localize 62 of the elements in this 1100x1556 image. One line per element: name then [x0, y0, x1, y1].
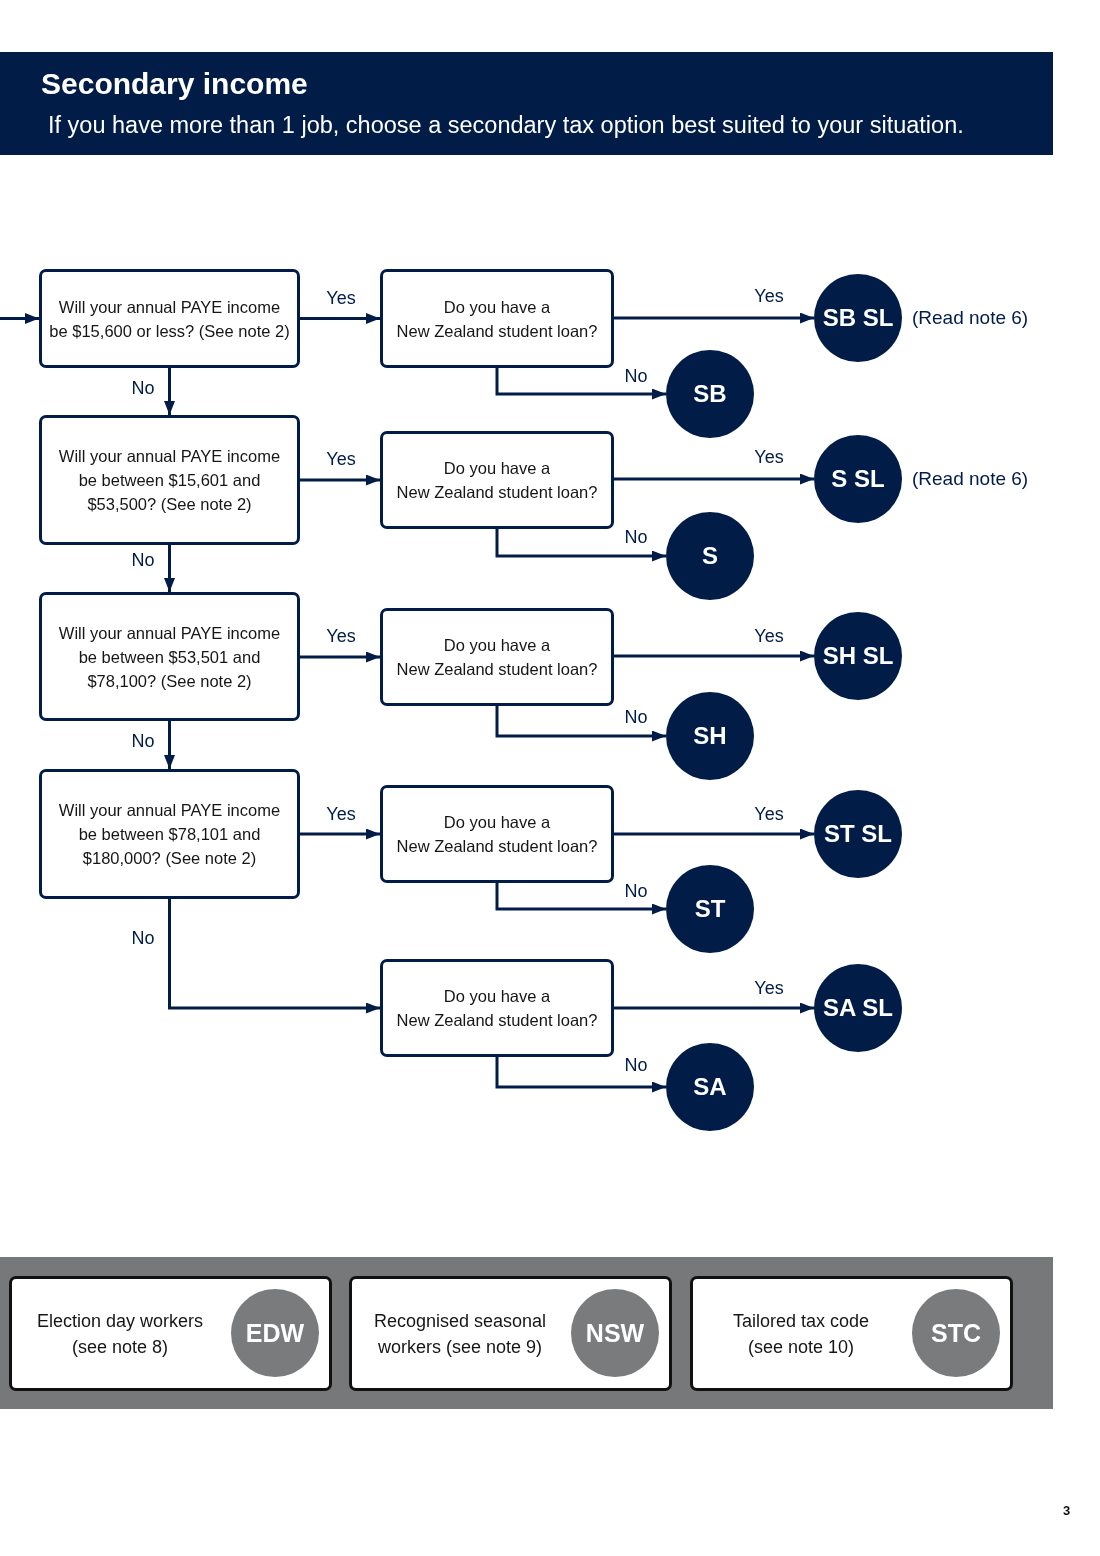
arrow: [614, 1002, 814, 1014]
arrow: [495, 706, 666, 742]
arrow: [0, 313, 39, 324]
question-text: Do you have a New Zealand student loan?: [396, 296, 598, 342]
option-card: [9, 1276, 332, 1391]
tax-code-label: SH SL: [822, 642, 894, 670]
question-text: Will your annual PAYE income be between $15,601 and $53,500? (See note 2): [58, 446, 281, 515]
arrow: [300, 313, 380, 324]
arrow: [300, 828, 380, 840]
arrow: [495, 368, 666, 400]
decision-box: [39, 269, 300, 368]
tax-code-label: SH: [693, 722, 727, 750]
question-text: Do you have a New Zealand student loan?: [396, 812, 598, 857]
arrow: [614, 650, 814, 662]
arrow: [168, 899, 380, 1014]
option-text: Tailored tax code (see note 10): [732, 1309, 870, 1359]
question-box: [380, 959, 614, 1057]
question-text: Do you have a New Zealand student loan?: [396, 986, 598, 1031]
arrow: [614, 473, 814, 485]
question-text: Will your annual PAYE income be between $78,101 and $180,000? (See note 2): [58, 800, 281, 869]
tax-code-label: SB: [693, 380, 727, 408]
tax-code-label: S: [702, 542, 718, 570]
panel-background: [0, 1257, 1053, 1409]
question-box: [380, 431, 614, 529]
page-number: 3: [1063, 1503, 1071, 1519]
arrow: [164, 368, 175, 415]
arrow: [300, 651, 380, 663]
question-text: Will your annual PAYE income be $15,600 or less? (See note 2): [49, 296, 290, 342]
arrow: [300, 474, 380, 486]
tax-code-label: SA SL: [823, 994, 893, 1022]
option-card: [690, 1276, 1013, 1391]
subtitle-text: If you have more than 1 job, choose a secondary tax option best suited to your situation.: [48, 111, 964, 140]
arrow: [614, 828, 814, 840]
arrow: [495, 529, 666, 562]
tax-code-label: NSW: [585, 1319, 645, 1347]
decision-box: [39, 415, 300, 545]
option-text: Election day workers (see note 8): [36, 1309, 204, 1359]
note-text: (Read note 6): [912, 467, 1029, 491]
question-box: [380, 785, 614, 883]
tax-code-label: EDW: [245, 1319, 305, 1347]
note-text: (Read note 6): [912, 306, 1029, 330]
arrow: [495, 883, 666, 915]
decision-box: [39, 769, 300, 899]
arrow: [164, 545, 175, 592]
question-text: Do you have a New Zealand student loan?: [396, 458, 598, 503]
decision-box: [39, 592, 300, 721]
question-box: [380, 608, 614, 706]
arrow: [164, 721, 175, 769]
tax-code-label: SB SL: [822, 304, 894, 332]
tax-code-label: ST: [694, 895, 726, 923]
arrow: [495, 1057, 666, 1093]
tax-code-label: ST SL: [824, 820, 892, 848]
question-text: Do you have a New Zealand student loan?: [396, 635, 598, 680]
page-title: Secondary income: [41, 66, 308, 102]
option-text: Recognised seasonal workers (see note 9): [373, 1309, 547, 1359]
question-box: [380, 269, 614, 368]
tax-code-label: STC: [931, 1319, 981, 1347]
tax-code-label: SA: [693, 1073, 727, 1101]
option-card: [349, 1276, 672, 1391]
arrow: [614, 312, 814, 324]
question-text: Will your annual PAYE income be between $53,501 and $78,100? (See note 2): [58, 622, 281, 692]
tax-code-label: S SL: [831, 465, 885, 493]
